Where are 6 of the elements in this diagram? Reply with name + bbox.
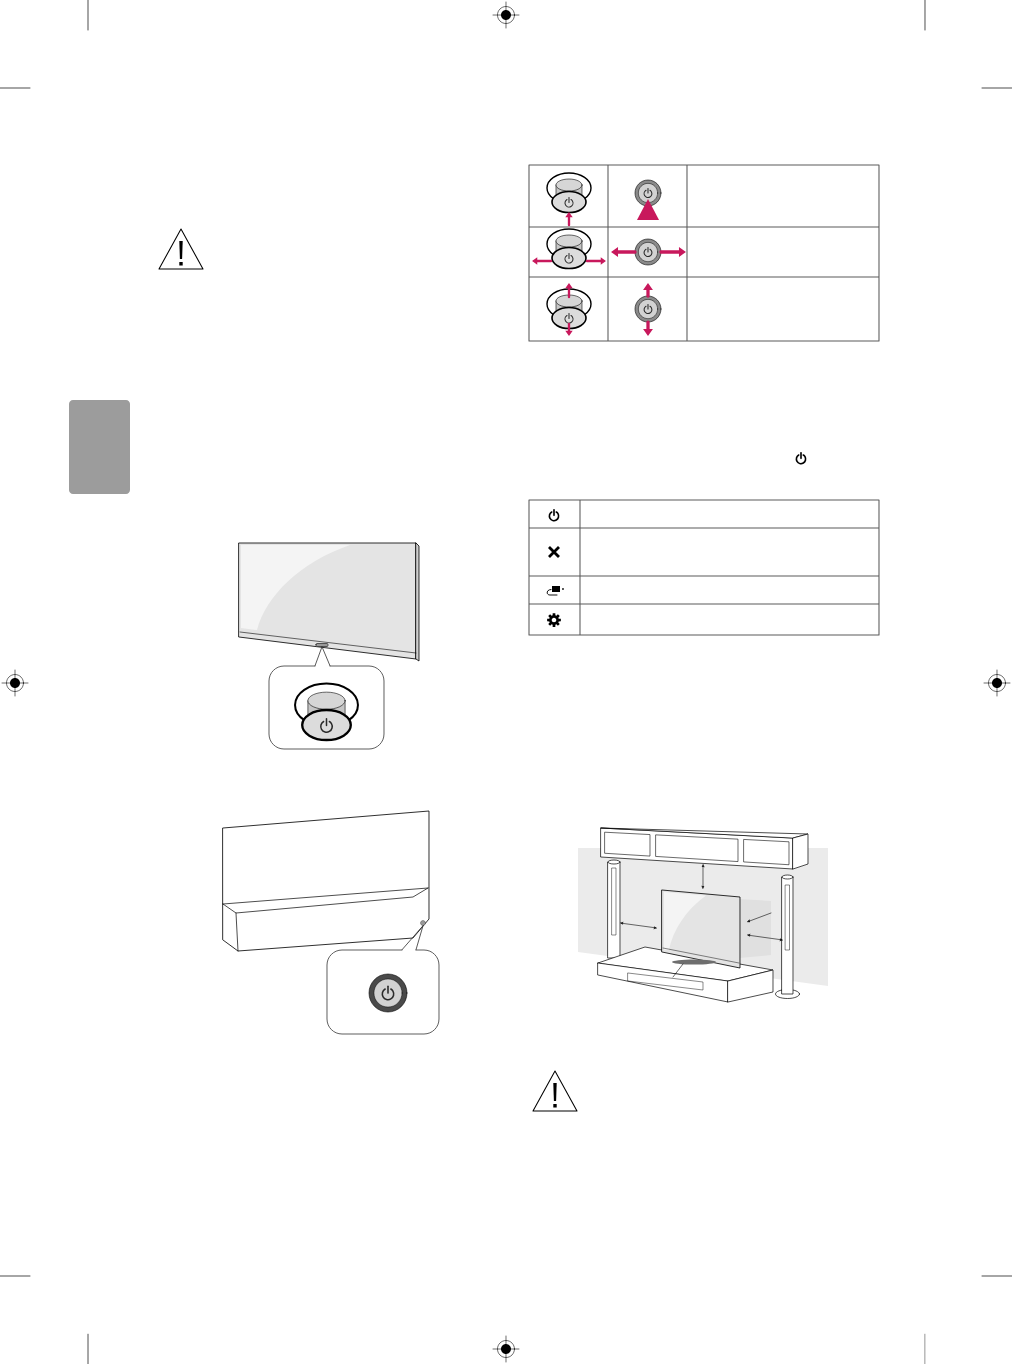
tv-illustration (238, 542, 420, 662)
callout-pointer (314, 646, 331, 667)
tv-illustration (222, 810, 430, 952)
callout-pointer (401, 925, 424, 951)
section-tab (69, 400, 130, 494)
button-mark (315, 643, 329, 647)
